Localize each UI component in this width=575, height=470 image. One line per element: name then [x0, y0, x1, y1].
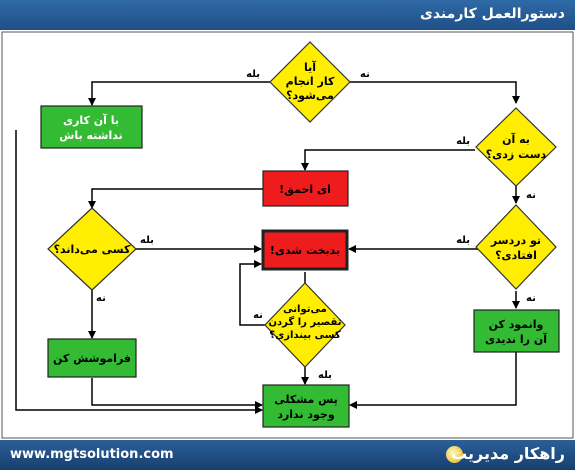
box-pretend-line-1: وانمود کن: [489, 318, 544, 331]
decision-work-line-2: کار انجام: [286, 75, 335, 88]
decision-trouble: [475, 204, 557, 290]
label-blame-yes: بله: [318, 370, 332, 381]
sun-logo-icon: [446, 446, 463, 463]
decision-trouble-line-2: افتادی؟: [495, 249, 537, 262]
label-touched-no: نه: [526, 190, 536, 201]
flowchart-canvas: بله نه بله نه بله نه بله نه نه بله: [0, 30, 575, 440]
title-bar: دستورالعمل کارمندی: [0, 0, 575, 30]
label-work-yes: بله: [246, 69, 260, 80]
label-knows-no: نه: [96, 293, 106, 304]
decision-work: [269, 41, 351, 123]
label-knows-yes: بله: [140, 235, 154, 246]
decision-touched: [475, 107, 557, 187]
decision-knows-line-1: کسی می‌داند؟: [54, 243, 131, 256]
decision-work-line-3: می‌شود؟: [286, 89, 334, 102]
page-title: دستورالعمل کارمندی: [420, 6, 565, 22]
box-no-problem-line-2: وجود ندارد: [277, 408, 335, 421]
box-leave-it-line-2: نداشته باش: [59, 129, 123, 142]
box-fool: [262, 170, 349, 207]
edge-blame-no: [239, 260, 265, 326]
edge-pretend-to-end: [349, 352, 517, 409]
box-leave-it: [40, 105, 143, 149]
decision-trouble-line-1: تو دردسر: [490, 234, 541, 247]
edge-leave-to-end: [15, 130, 263, 414]
box-no-problem-line-1: پس مشکلی: [274, 393, 338, 406]
decision-work-line-1: آیا: [304, 60, 316, 74]
label-trouble-yes: بله: [456, 235, 470, 246]
decision-blame-line-1: می‌توانی: [283, 304, 327, 315]
box-unlucky-label: بدبخت شدی!: [270, 244, 340, 257]
brand-logo: راهکار مدیریت: [451, 444, 565, 463]
label-work-no: نه: [360, 69, 370, 80]
decision-blame-line-2: تقصیر را گردن: [269, 315, 342, 328]
label-blame-no: نه: [253, 310, 263, 321]
connectors: [15, 81, 520, 414]
decision-touched-line-1: به آن: [502, 132, 530, 146]
decision-blame-line-3: کسی بیندازی؟: [269, 330, 341, 341]
box-forget-label: فراموشش کن: [53, 352, 131, 365]
box-no-problem: [262, 384, 350, 428]
label-touched-yes: بله: [456, 136, 470, 147]
footer-url[interactable]: www.mgtsolution.com: [10, 447, 174, 462]
box-pretend-line-2: آن را ندیدی: [485, 332, 547, 346]
edge-work-yes: [88, 81, 270, 106]
edge-touched-yes: [301, 149, 475, 171]
diagram-border: [1, 31, 574, 439]
decision-knows: [47, 207, 137, 291]
box-forget: [47, 338, 137, 378]
flowchart: بله نه بله نه بله نه بله نه نه بله: [1, 31, 574, 439]
box-leave-it-line-1: با آن کاری: [63, 113, 119, 127]
box-fool-label: ای احمق!: [279, 183, 331, 196]
decision-blame: [264, 282, 346, 368]
edge-work-no: [350, 81, 520, 104]
footer-bar: www.mgtsolution.com راهکار مدیریت: [0, 440, 575, 470]
edge-fool-to-knows: [88, 188, 263, 209]
label-trouble-no: نه: [526, 293, 536, 304]
edge-forget-to-end: [91, 378, 263, 409]
box-pretend: [473, 309, 560, 353]
box-unlucky: [261, 229, 349, 271]
decision-touched-line-2: دست زدی؟: [486, 148, 547, 161]
